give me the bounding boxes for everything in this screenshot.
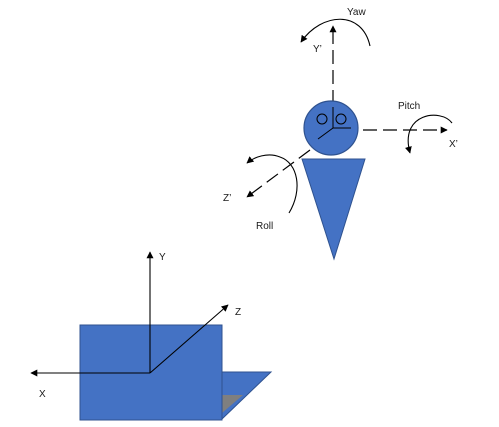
pitch-rotation-arrow xyxy=(404,114,453,154)
yaw-rotation-arrow xyxy=(300,18,371,47)
roll-rotation-arrow xyxy=(246,154,298,214)
z-label: Z xyxy=(235,307,241,318)
head-circle xyxy=(303,100,359,156)
torso-triangle xyxy=(301,158,366,261)
pitch-label: Pitch xyxy=(398,101,420,112)
left-eye-icon xyxy=(316,113,328,125)
right-eye-icon xyxy=(335,113,347,125)
z-axis xyxy=(149,304,229,374)
roll-label: Roll xyxy=(256,221,273,232)
y-label: Y xyxy=(159,252,166,263)
z-prime-label: Z’ xyxy=(223,193,231,204)
y-prime-label: Y’ xyxy=(313,44,322,55)
seat-group: Y Z X xyxy=(30,251,273,421)
z-prime-axis xyxy=(246,149,311,198)
head-figure-group: Yaw Y’ Pitch X’ Z’ Roll xyxy=(223,7,458,261)
seat-shadow xyxy=(222,395,243,413)
x-label: X xyxy=(39,389,46,400)
x-prime-label: X’ xyxy=(449,139,458,150)
head-axis-mark-diagonal xyxy=(317,127,334,140)
yaw-label: Yaw xyxy=(347,7,366,18)
